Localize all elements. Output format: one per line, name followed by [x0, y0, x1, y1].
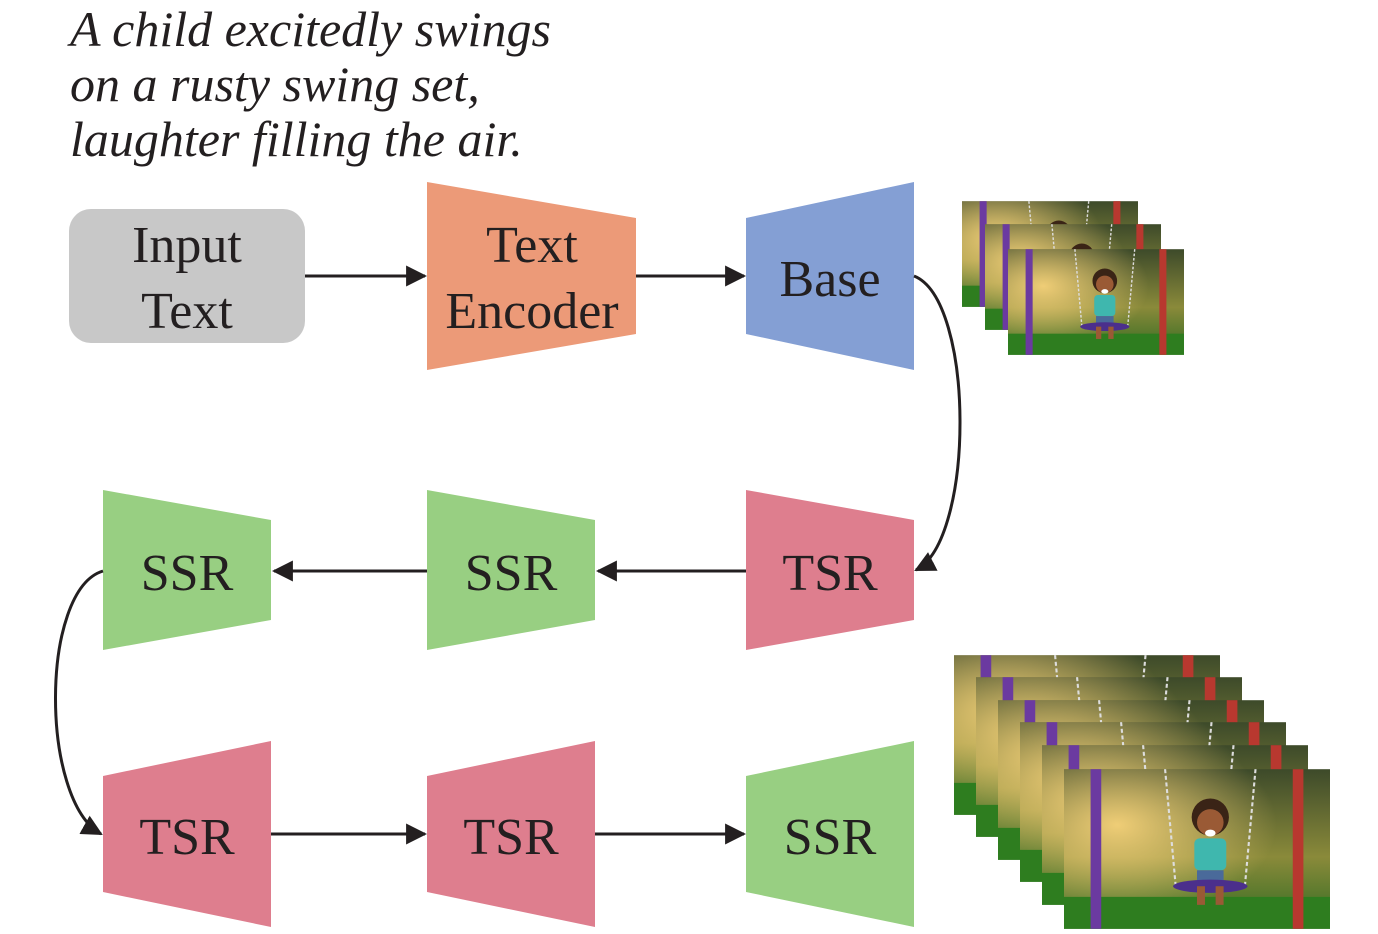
prompt-line-3: laughter filling the air. — [70, 111, 523, 167]
ssr-block-1: SSR — [427, 490, 595, 650]
ssr-block-2: SSR — [103, 490, 271, 650]
tsr-block-2: TSR — [103, 741, 271, 927]
tsr-label-2: TSR — [139, 809, 235, 866]
prompt-line-2: on a rusty swing set, — [70, 56, 480, 112]
arrows — [54, 265, 962, 845]
arrow-ssr-to-tsr — [54, 569, 104, 836]
base-block: Base — [746, 182, 914, 370]
ssr-label-2: SSR — [141, 545, 234, 602]
final-frame-6 — [1064, 769, 1330, 929]
tsr-block-1: TSR — [746, 490, 914, 650]
ssr-block-3: SSR — [746, 741, 914, 927]
prompt-text: A child excitedly swings on a rusty swin… — [70, 2, 690, 167]
final-output-frames — [954, 655, 1330, 929]
tsr-block-3: TSR — [427, 741, 595, 927]
tsr-label-1: TSR — [782, 545, 878, 602]
prompt-line-1: A child excitedly swings — [70, 1, 551, 57]
input-text-line-1: Input — [132, 217, 242, 274]
base-output-frames — [962, 201, 1184, 356]
text-encoder-block: Text Encoder — [427, 182, 636, 370]
ssr-label-1: SSR — [465, 545, 558, 602]
arrow-base-to-tsr — [913, 274, 962, 572]
base-frame-3 — [1008, 248, 1184, 356]
input-text-box: Input Text — [69, 209, 305, 343]
tsr-label-3: TSR — [463, 809, 559, 866]
ssr-label-3: SSR — [784, 809, 877, 866]
base-label: Base — [779, 251, 880, 308]
text-encoder-line-1: Text — [486, 217, 578, 274]
input-text-line-2: Text — [141, 283, 233, 340]
text-encoder-line-2: Encoder — [445, 283, 618, 340]
